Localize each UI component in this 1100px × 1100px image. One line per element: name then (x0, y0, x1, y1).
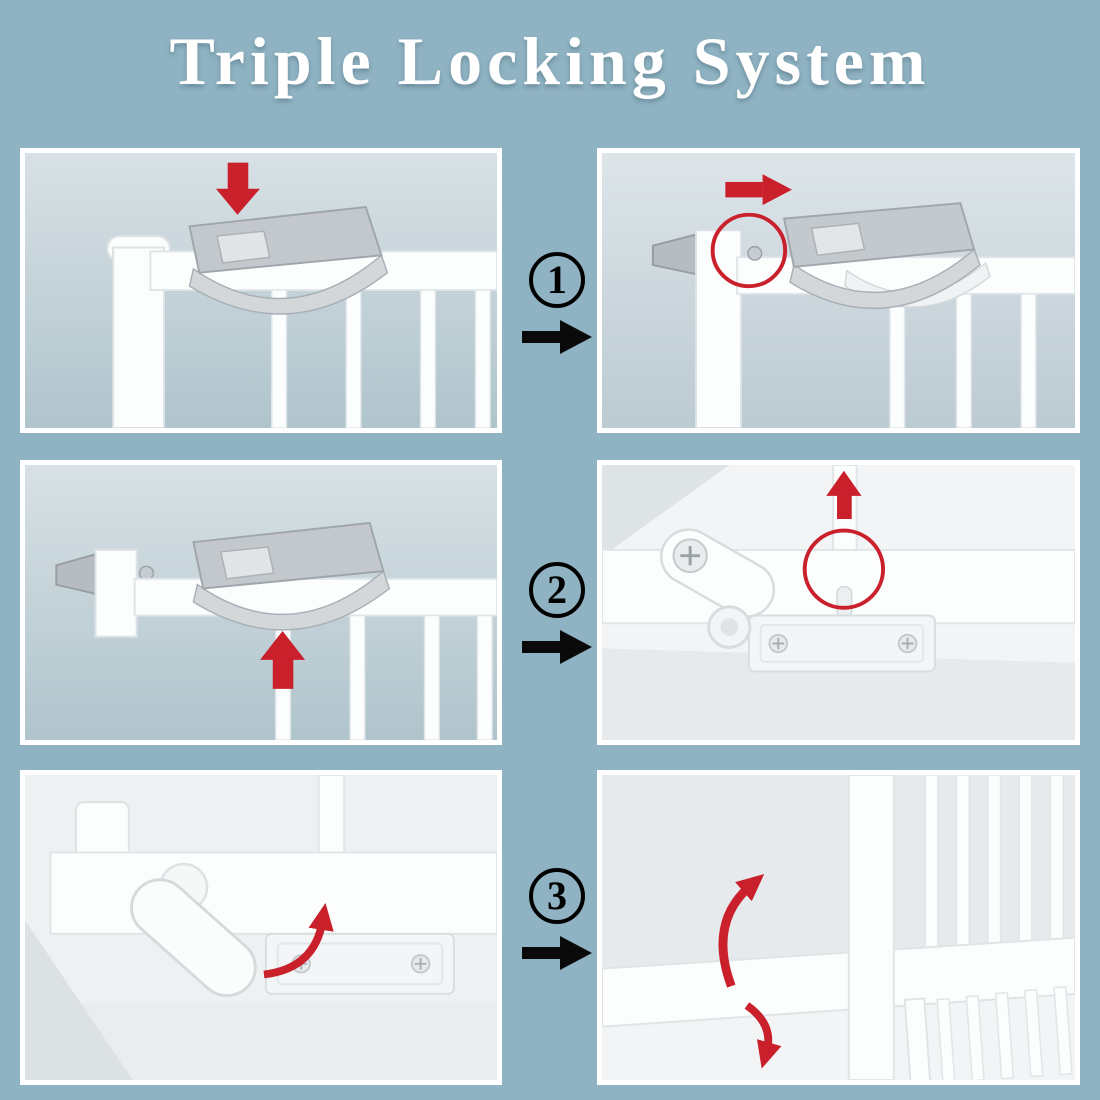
step3-before-photo (25, 775, 497, 1080)
red-highlight-circle (710, 212, 788, 289)
step1-before-panel (20, 148, 502, 433)
step2-after-panel (597, 460, 1080, 745)
red-down-arrow-icon (215, 162, 261, 215)
gate-frame-illustration (602, 775, 1075, 1080)
gate-bottom-rail-illustration (49, 775, 497, 943)
red-right-arrow-icon (725, 174, 792, 206)
step3-after-panel (597, 770, 1080, 1085)
lock-pin-illustration (836, 585, 853, 619)
step3-right-arrow-icon (522, 936, 592, 970)
release-lever-illustration (130, 878, 257, 998)
red-swing-up-arrow-icon (718, 873, 765, 988)
gate-door-illustration (903, 986, 1073, 1080)
step3-after-photo (602, 775, 1075, 1080)
latch-handle-illustration (782, 202, 991, 310)
step2-number-badge: 2 (529, 562, 585, 618)
step1-after-panel (597, 148, 1080, 433)
step3-before-panel (20, 770, 502, 1085)
step3-marker: 3 (518, 868, 596, 970)
release-lever-illustration (660, 528, 776, 649)
step2-before-panel (20, 460, 502, 745)
step2-before-photo (25, 465, 497, 740)
red-up-arrow-icon (260, 630, 306, 689)
red-swing-down-arrow-icon (744, 1002, 782, 1069)
latch-pin-illustration (138, 565, 155, 581)
step3-number-badge: 3 (529, 868, 585, 924)
step1-number-badge: 1 (529, 252, 585, 308)
red-up-arrow-icon (826, 470, 862, 520)
latch-handle-illustration (192, 521, 391, 631)
red-curved-arrow-icon (263, 903, 334, 979)
latch-handle-illustration (188, 205, 389, 315)
step2-marker: 2 (518, 562, 596, 664)
step1-before-photo (25, 153, 497, 428)
step1-right-arrow-icon (522, 320, 592, 354)
step1-after-photo (602, 153, 1075, 428)
step2-after-photo (602, 465, 1075, 740)
latch-pin-illustration (747, 245, 763, 261)
step1-marker: 1 (518, 252, 596, 354)
floor-plate-illustration (747, 614, 936, 673)
red-highlight-circle (802, 528, 886, 610)
page-title: Triple Locking System (169, 23, 931, 99)
step2-right-arrow-icon (522, 630, 592, 664)
